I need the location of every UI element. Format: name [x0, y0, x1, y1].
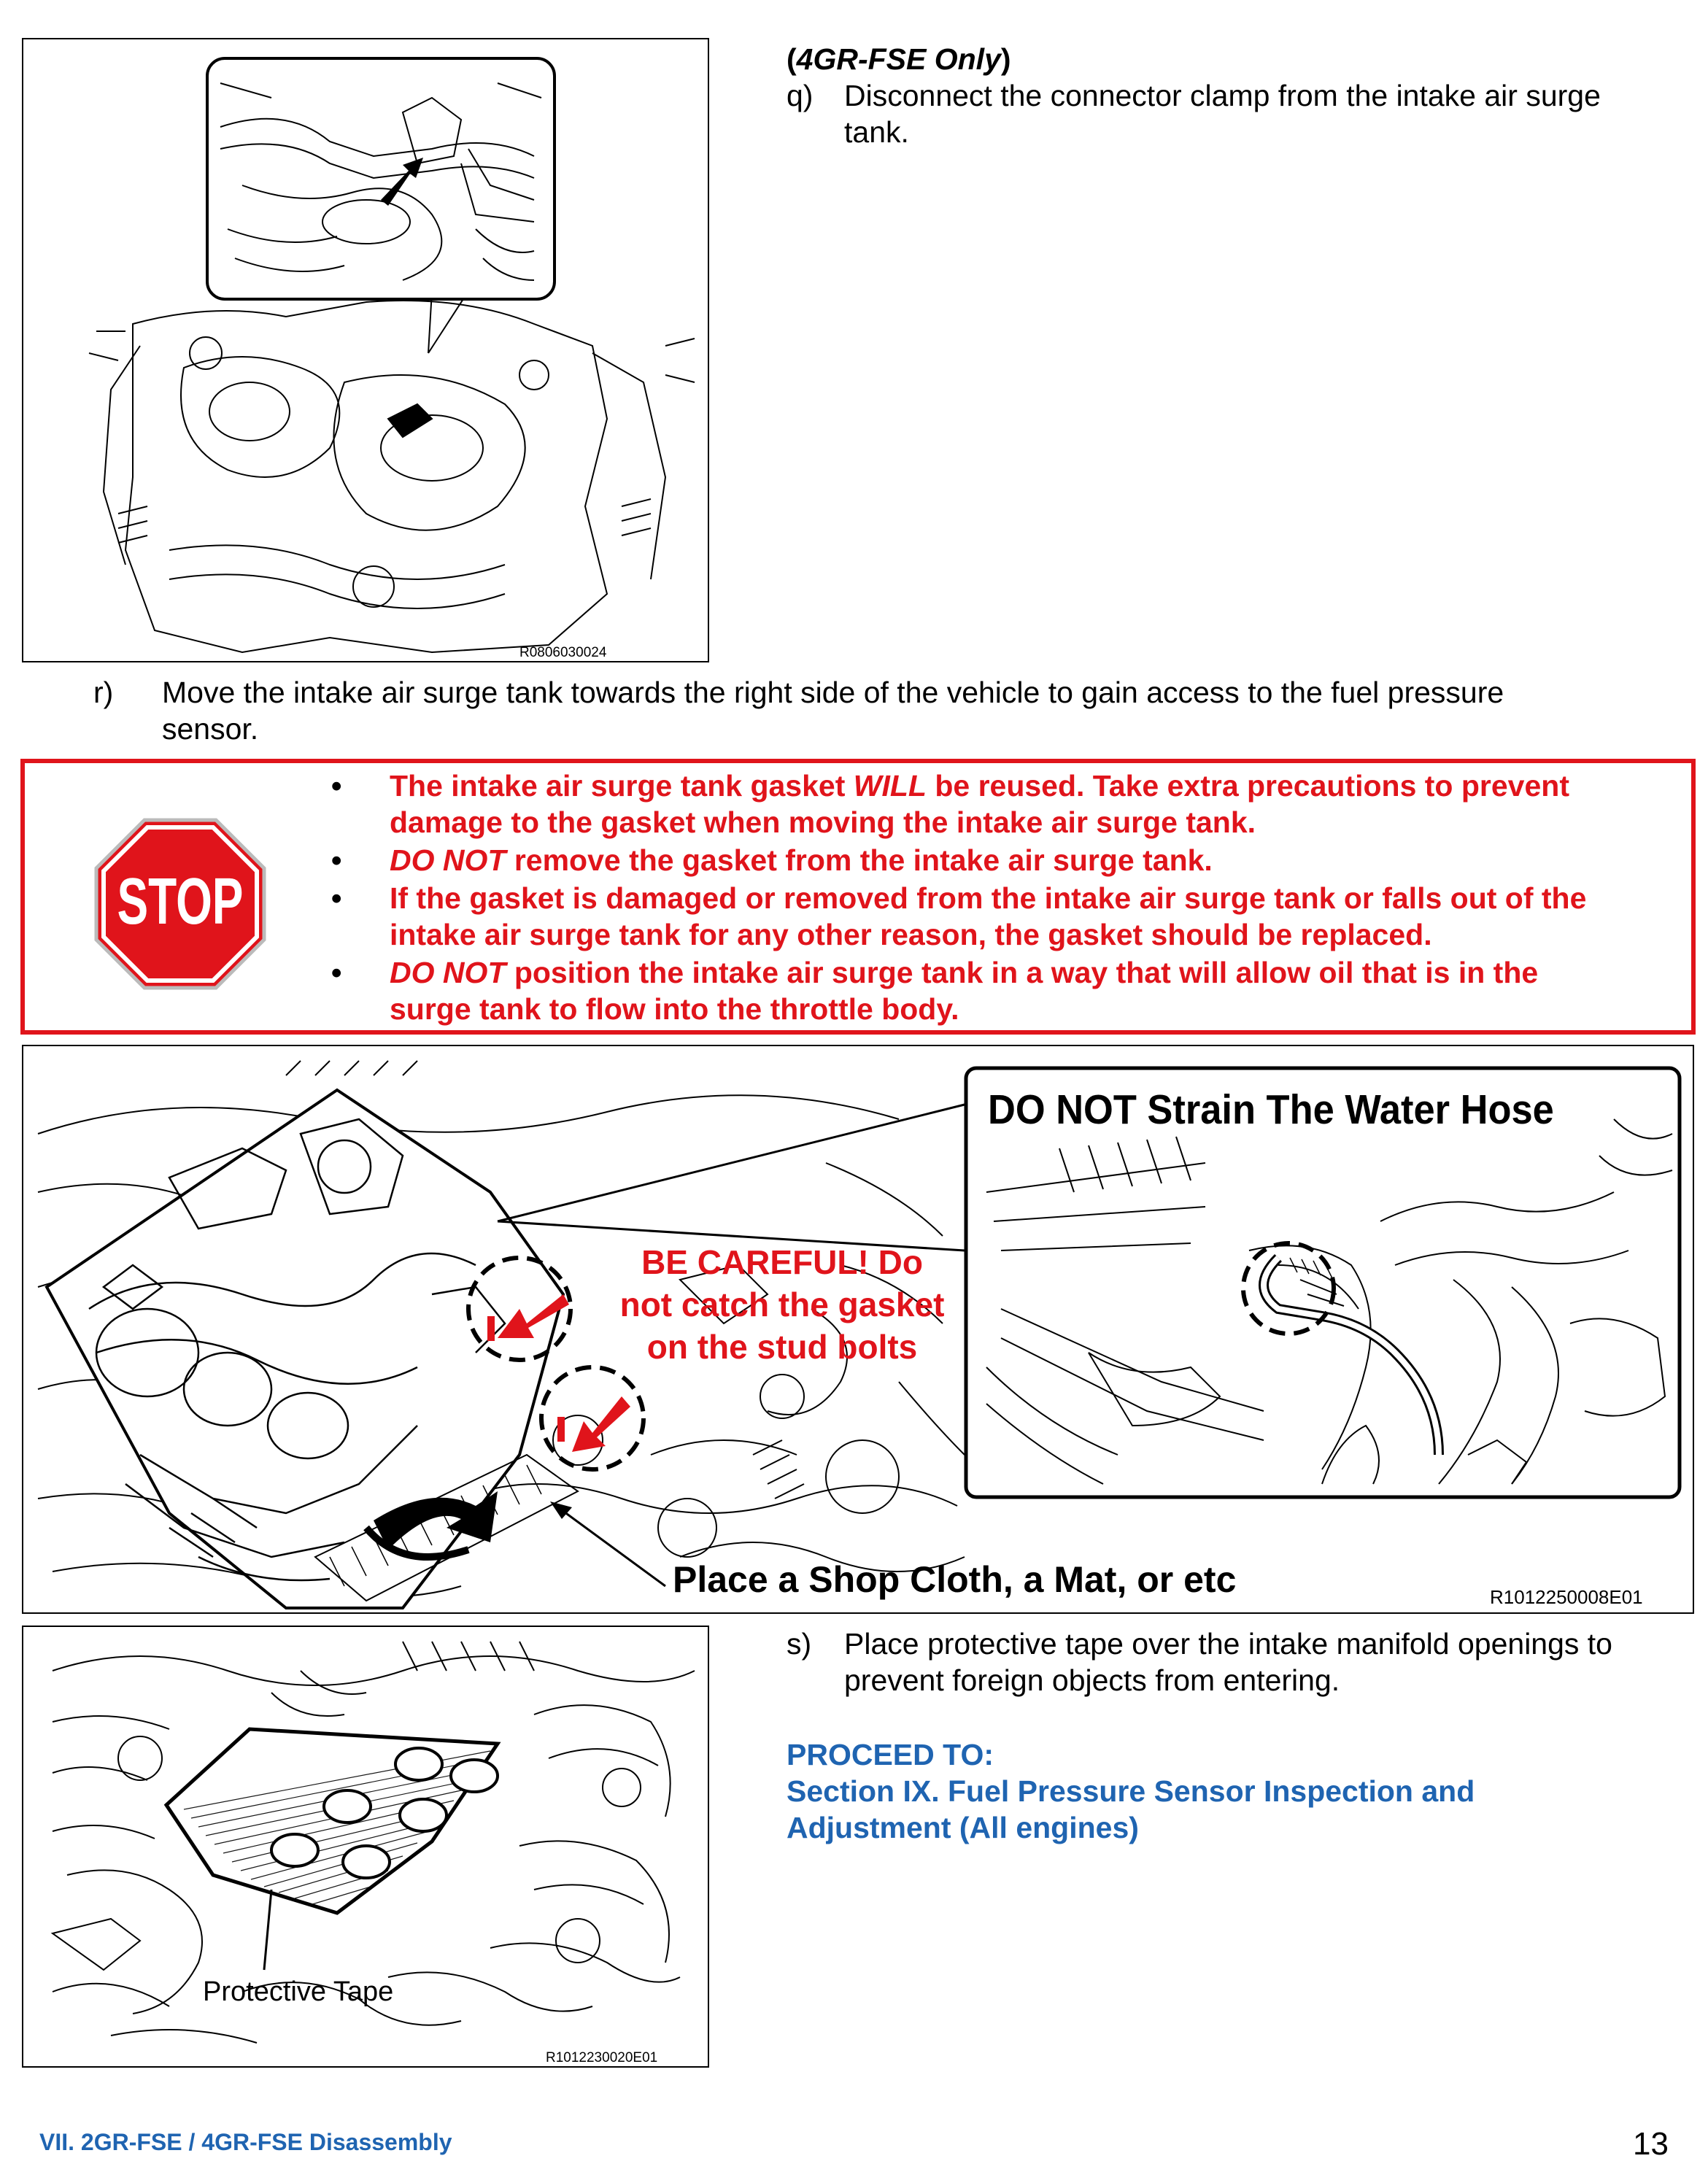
warning-item-3: • If the gasket is damaged or removed fr… — [331, 881, 1587, 951]
water-hose-callout-title: DO NOT Strain The Water Hose — [988, 1086, 1554, 1133]
step-r-line2: sensor. — [162, 712, 259, 746]
warning-item-4: • DO NOT position the intake air surge t… — [331, 956, 1539, 1026]
step-q-line1: Disconnect the connector clamp from the … — [844, 79, 1601, 112]
proceed-link-line1[interactable]: Section IX. Fuel Pressure Sensor Inspect… — [787, 1774, 1475, 1808]
bullet: • — [331, 769, 342, 803]
figure1-code: R0806030024 — [519, 645, 607, 660]
warning-item-1: • The intake air surge tank gasket WILL … — [331, 769, 1569, 839]
stop-warning-list: • The intake air surge tank gasket WILL … — [331, 768, 1688, 1029]
careful-label-line3: on the stud bolts — [647, 1328, 918, 1366]
step-r-letter: r) — [93, 676, 114, 709]
step-s-line2: prevent foreign objects from entering. — [844, 1663, 1340, 1697]
step-s-line1: Place protective tape over the intake ma… — [844, 1627, 1612, 1661]
step-s-letter: s) — [787, 1627, 812, 1661]
footer-section-title: VII. 2GR-FSE / 4GR-FSE Disassembly — [39, 2129, 452, 2155]
bullet: • — [331, 956, 342, 989]
shop-cloth-label: Place a Shop Cloth, a Mat, or etc — [673, 1559, 1236, 1600]
step-q-letter: q) — [787, 79, 814, 112]
careful-label-line1: BE CAREFUL! Do — [641, 1243, 923, 1281]
stop-warning-panel: STOP • The intake air surge tank gasket … — [20, 759, 1696, 1035]
figure-surge-tank-move: DO NOT Strain The Water Hose BE CAREFUL!… — [22, 1045, 1694, 1614]
step-q-header-suffix: ) — [1000, 42, 1011, 76]
step-r-line1: Move the intake air surge tank towards t… — [162, 676, 1504, 709]
step-q-header: (4GR-FSE Only) — [787, 41, 1011, 77]
page-number: 13 — [1633, 2126, 1669, 2162]
proceed-link-line2[interactable]: Adjustment (All engines) — [787, 1811, 1139, 1844]
figure-protective-tape: Protective Tape R1012230020E01 — [22, 1626, 709, 2068]
figure-connector-clamp: R0806030024 — [22, 38, 709, 662]
stop-sign-text: STOP — [117, 864, 244, 938]
figure3-code: R1012230020E01 — [546, 2050, 657, 2065]
engine-line-drawing-3: Protective Tape R1012230020E01 — [50, 1641, 695, 2065]
step-q-engine: 4GR-FSE Only — [796, 42, 1001, 76]
protective-tape-label: Protective Tape — [203, 1976, 393, 2007]
careful-label-line2: not catch the gasket — [620, 1286, 945, 1323]
bullet: • — [331, 843, 342, 877]
step-q-line2: tank. — [844, 115, 909, 149]
stop-sign-icon: STOP — [94, 818, 266, 990]
engine-line-drawing-2: DO NOT Strain The Water Hose BE CAREFUL!… — [37, 1060, 1682, 1609]
engine-line-drawing-1: R0806030024 — [88, 57, 695, 660]
figure2-code: R1012250008E01 — [1490, 1586, 1643, 1608]
proceed-heading: PROCEED TO: — [787, 1738, 994, 1771]
warning-item-2: • DO NOT remove the gasket from the inta… — [331, 843, 1213, 877]
bullet: • — [331, 881, 342, 915]
step-q-header-prefix: ( — [787, 42, 797, 76]
